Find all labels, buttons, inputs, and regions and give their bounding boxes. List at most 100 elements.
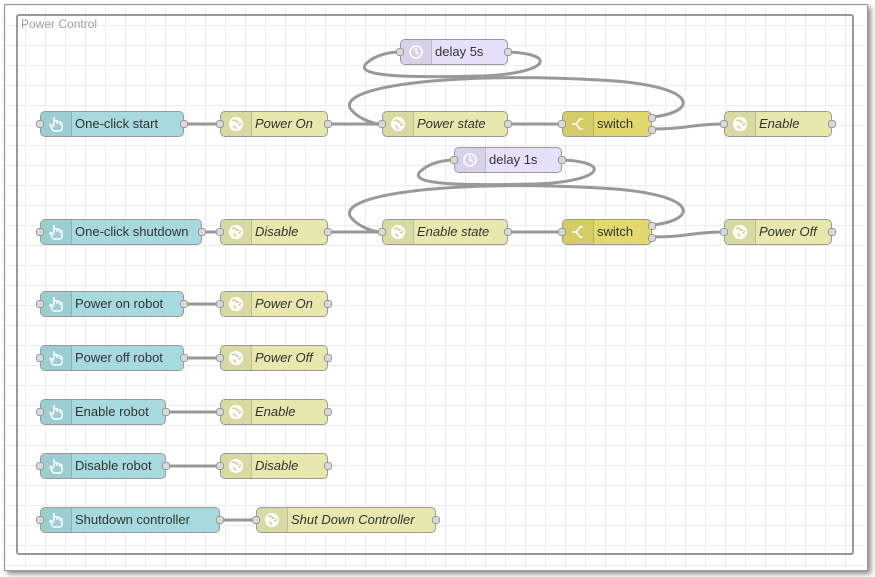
input-port[interactable] xyxy=(720,228,728,236)
output-port[interactable] xyxy=(180,120,188,128)
http-node-disable[interactable]: Disable xyxy=(216,219,332,245)
output-port[interactable] xyxy=(432,516,440,524)
http-node-power-off[interactable]: Power Off xyxy=(720,219,836,245)
output-port[interactable] xyxy=(216,516,224,524)
hand-pointer-icon xyxy=(41,508,72,532)
http-node-power-on[interactable]: Power On xyxy=(216,111,332,137)
input-port[interactable] xyxy=(558,228,566,236)
inject-node-one-click-shutdown[interactable]: One-click shutdown xyxy=(36,219,206,245)
input-port[interactable] xyxy=(252,516,260,524)
input-port[interactable] xyxy=(216,300,224,308)
group-power-control[interactable] xyxy=(16,14,854,555)
output-port[interactable] xyxy=(558,156,566,164)
http-node-enable-state[interactable]: Enable state xyxy=(378,219,512,245)
output-port-2[interactable] xyxy=(648,234,656,242)
switch-node-2[interactable]: switch xyxy=(558,219,656,245)
input-port[interactable] xyxy=(36,516,44,524)
input-port[interactable] xyxy=(36,462,44,470)
http-node-disable-2[interactable]: Disable xyxy=(216,453,332,479)
hand-pointer-icon xyxy=(41,400,72,424)
switch-node-1[interactable]: switch xyxy=(558,111,656,137)
node-label: Disable xyxy=(255,224,299,239)
input-port[interactable] xyxy=(396,48,404,56)
node-label: Power Off xyxy=(255,350,313,365)
input-port[interactable] xyxy=(216,120,224,128)
output-port[interactable] xyxy=(162,462,170,470)
input-port[interactable] xyxy=(558,120,566,128)
output-port[interactable] xyxy=(180,354,188,362)
hand-pointer-icon xyxy=(41,454,72,478)
output-port[interactable] xyxy=(504,48,512,56)
node-label: Enable state xyxy=(417,224,490,239)
output-port[interactable] xyxy=(324,408,332,416)
node-label: Shut Down Controller xyxy=(291,512,415,527)
timer-icon xyxy=(455,148,486,172)
output-port[interactable] xyxy=(324,300,332,308)
input-port[interactable] xyxy=(216,408,224,416)
input-port[interactable] xyxy=(36,354,44,362)
input-port[interactable] xyxy=(720,120,728,128)
input-port[interactable] xyxy=(216,228,224,236)
inject-node-disable-robot[interactable]: Disable robot xyxy=(36,453,170,479)
output-port[interactable] xyxy=(828,228,836,236)
wire-switch1-delay5s xyxy=(348,76,685,126)
globe-icon xyxy=(221,454,252,478)
output-port[interactable] xyxy=(162,408,170,416)
input-port[interactable] xyxy=(36,300,44,308)
timer-icon xyxy=(401,40,432,64)
http-node-shut-down-controller[interactable]: Shut Down Controller xyxy=(252,507,440,533)
globe-icon xyxy=(221,400,252,424)
http-node-enable-2[interactable]: Enable xyxy=(216,399,332,425)
inject-node-power-on-robot[interactable]: Power on robot xyxy=(36,291,188,317)
http-node-power-off-2[interactable]: Power Off xyxy=(216,345,332,371)
input-port[interactable] xyxy=(36,408,44,416)
group-label: Power Control xyxy=(21,17,98,31)
input-port[interactable] xyxy=(450,156,458,164)
node-label: Enable robot xyxy=(75,404,149,419)
globe-icon xyxy=(221,292,252,316)
node-label: Power On xyxy=(255,116,313,131)
output-port-2[interactable] xyxy=(648,126,656,134)
input-port[interactable] xyxy=(36,228,44,236)
node-label: switch xyxy=(597,116,634,131)
input-port[interactable] xyxy=(216,354,224,362)
input-port[interactable] xyxy=(378,120,386,128)
wire-switch2-poweroff xyxy=(651,230,725,239)
output-port[interactable] xyxy=(828,120,836,128)
inject-node-power-off-robot[interactable]: Power off robot xyxy=(36,345,188,371)
input-port[interactable] xyxy=(378,228,386,236)
wire-delay1s-enablestate-loop xyxy=(416,158,596,187)
inject-node-enable-robot[interactable]: Enable robot xyxy=(36,399,170,425)
output-port-1[interactable] xyxy=(648,222,656,230)
output-port[interactable] xyxy=(324,462,332,470)
globe-icon xyxy=(383,112,414,136)
node-label: Power Off xyxy=(759,224,817,239)
globe-icon xyxy=(725,220,756,244)
delay-node-5s[interactable]: delay 5s xyxy=(396,39,512,65)
output-port[interactable] xyxy=(324,120,332,128)
output-port[interactable] xyxy=(198,228,206,236)
http-node-power-state[interactable]: Power state xyxy=(378,111,512,137)
http-node-enable[interactable]: Enable xyxy=(720,111,836,137)
output-port[interactable] xyxy=(324,354,332,362)
output-port[interactable] xyxy=(504,120,512,128)
switch-icon xyxy=(563,112,594,136)
node-label: delay 1s xyxy=(489,152,538,167)
output-port[interactable] xyxy=(504,228,512,236)
wire-switch1-enable xyxy=(651,122,725,131)
hand-pointer-icon xyxy=(41,346,72,370)
output-port[interactable] xyxy=(324,228,332,236)
globe-icon xyxy=(221,112,252,136)
node-label: switch xyxy=(597,224,634,239)
globe-icon xyxy=(221,220,252,244)
input-port[interactable] xyxy=(216,462,224,470)
inject-node-shutdown-controller[interactable]: Shutdown controller xyxy=(36,507,224,533)
output-port-1[interactable] xyxy=(648,114,656,122)
input-port[interactable] xyxy=(36,120,44,128)
delay-node-1s[interactable]: delay 1s xyxy=(450,147,566,173)
inject-node-one-click-start[interactable]: One-click start xyxy=(36,111,188,137)
http-node-power-on-2[interactable]: Power On xyxy=(216,291,332,317)
wire-switch2-delay1s xyxy=(348,184,685,234)
output-port[interactable] xyxy=(180,300,188,308)
